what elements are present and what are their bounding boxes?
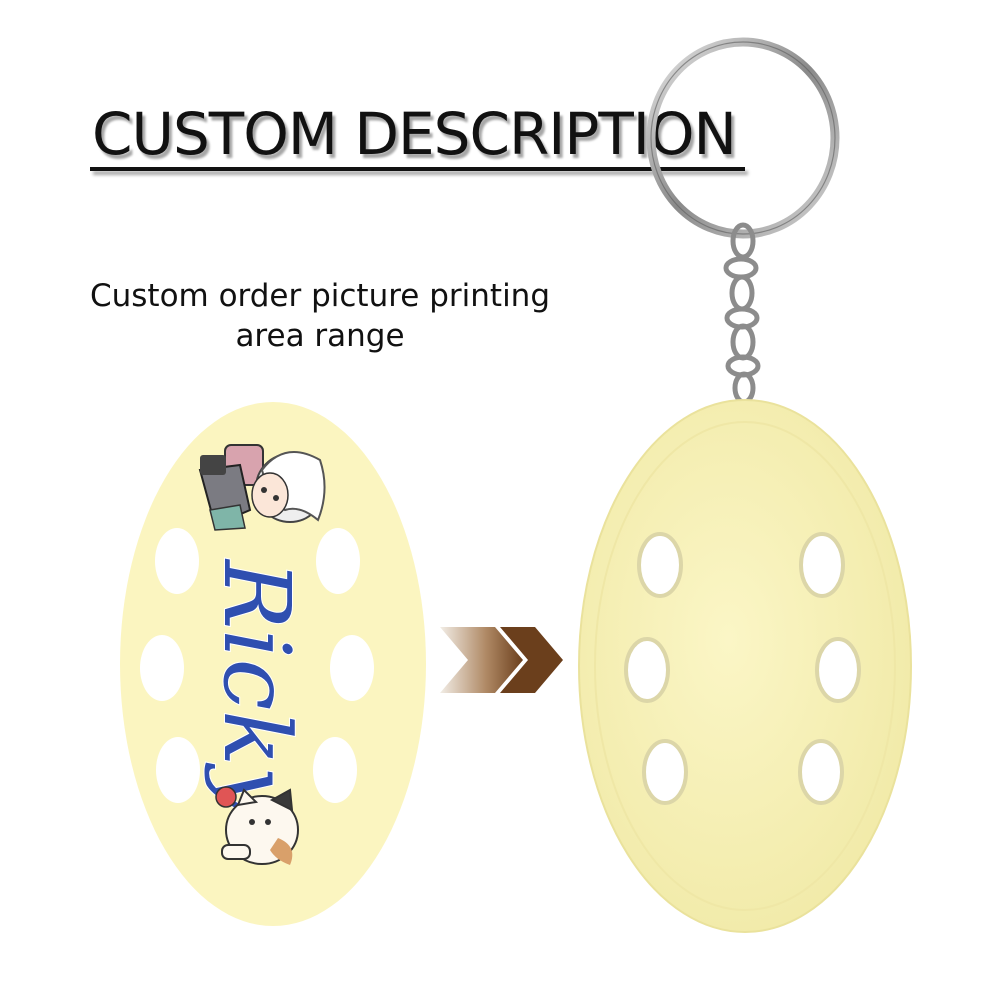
heading-underline bbox=[90, 167, 745, 171]
cutout-hole bbox=[156, 737, 200, 803]
page-heading: CUSTOM DESCRIPTION bbox=[92, 100, 737, 168]
description-line-2: area range bbox=[235, 318, 405, 354]
print-area-description: Custom order picture printing area range bbox=[60, 276, 580, 356]
custom-name-text: Ricky bbox=[203, 558, 310, 819]
cutout-hole bbox=[313, 737, 357, 803]
double-chevron-right-icon bbox=[440, 627, 563, 693]
chibi-character-icon bbox=[198, 444, 326, 531]
keychain-inner-rim bbox=[594, 421, 896, 911]
sublimation-insert bbox=[798, 739, 844, 805]
keyring-icon bbox=[646, 37, 840, 239]
cutout-hole bbox=[316, 528, 360, 594]
sublimation-insert bbox=[642, 739, 688, 805]
print-area-preview: Ricky bbox=[120, 402, 426, 926]
sublimation-insert bbox=[637, 532, 683, 598]
chain-icon bbox=[723, 222, 761, 405]
cutout-hole bbox=[330, 635, 374, 701]
description-line-1: Custom order picture printing bbox=[89, 278, 551, 314]
sublimation-insert bbox=[799, 532, 845, 598]
keychain-product bbox=[578, 37, 912, 933]
cutout-hole bbox=[140, 635, 184, 701]
cat-sticker-icon bbox=[215, 786, 299, 865]
cutout-hole bbox=[155, 528, 199, 594]
sublimation-insert bbox=[815, 637, 861, 703]
sublimation-insert bbox=[624, 637, 670, 703]
